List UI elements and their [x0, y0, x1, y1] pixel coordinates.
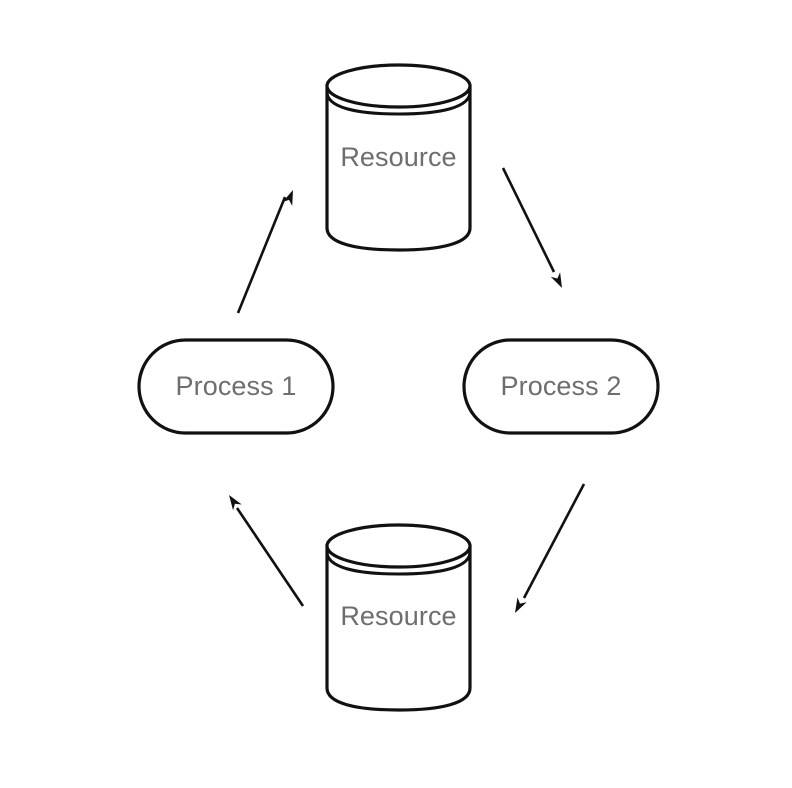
cylinder-top-ellipse: [325, 63, 472, 109]
cylinder-top-ellipse: [325, 523, 472, 569]
node-process-1[interactable]: Process 1: [137, 338, 335, 435]
node-resource-bottom[interactable]: Resource: [325, 523, 472, 712]
cylinder-rim: [325, 91, 472, 116]
node-process-2[interactable]: Process 2: [462, 338, 660, 435]
edge-process1-to-resource-top: [236, 188, 298, 314]
edge-resource-bottom-to-process1: [224, 492, 305, 607]
edge-line: [522, 483, 586, 599]
cylinder-body: [325, 84, 472, 252]
arrowhead-icon: [550, 272, 567, 291]
process-2-shape: [462, 338, 660, 435]
node-label-resource-top: Resource: [340, 142, 456, 172]
node-label-process-1: Process 1: [176, 371, 297, 401]
edge-line: [236, 196, 287, 314]
edge-line: [235, 507, 305, 607]
arrowhead-icon: [224, 492, 242, 511]
edge-resource-top-to-process2: [501, 167, 567, 291]
edge-line: [501, 167, 556, 273]
arrowhead-icon: [510, 597, 527, 616]
node-label-process-2: Process 2: [501, 371, 622, 401]
node-resource-top[interactable]: Resource: [325, 63, 472, 252]
cylinder-body: [325, 544, 472, 712]
cylinder-rim: [325, 551, 472, 576]
edge-process2-to-resource-bottom: [510, 483, 586, 616]
node-label-resource-bottom: Resource: [340, 601, 456, 631]
process-1-shape: [137, 338, 335, 435]
